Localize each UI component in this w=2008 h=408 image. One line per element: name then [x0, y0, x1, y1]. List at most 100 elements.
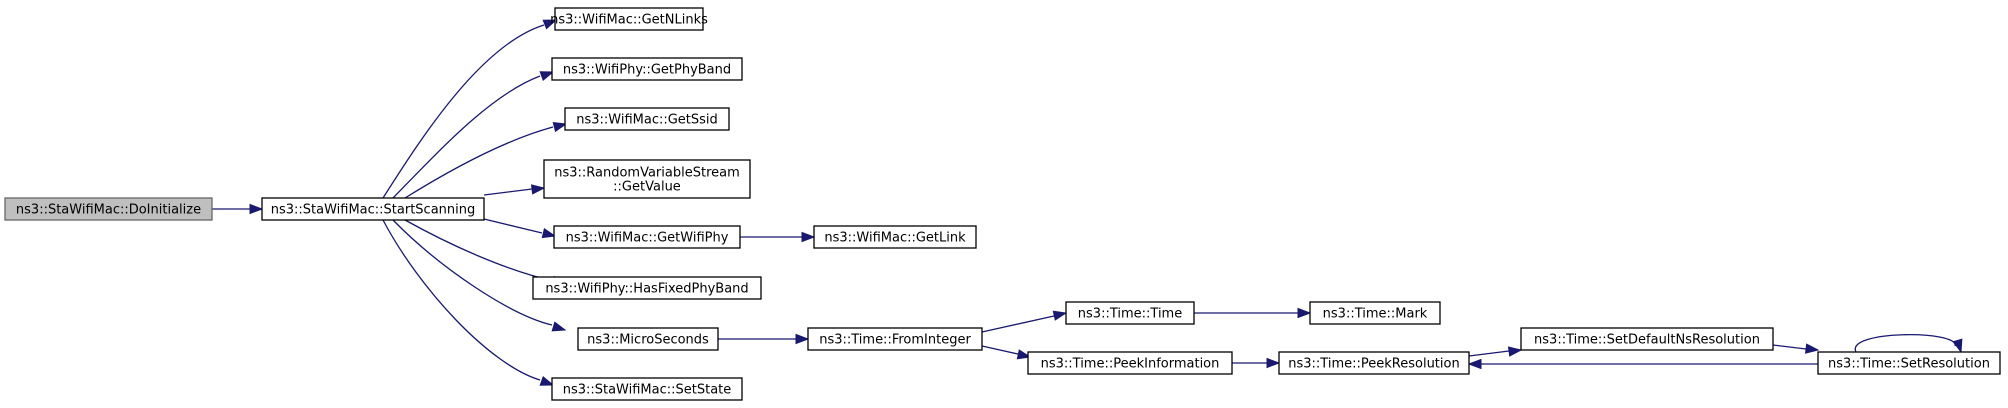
edges-layer — [212, 19, 1963, 386]
edge-startscanning-to-setstate — [382, 219, 555, 386]
edge-doinitialize-to-startscanning — [212, 203, 264, 215]
edge-microseconds-to-frominteger — [718, 333, 810, 345]
node-box — [1309, 301, 1441, 325]
arrowhead — [1052, 310, 1068, 321]
node-peekinformation[interactable]: ns3::Time::PeekInformation — [1027, 351, 1233, 375]
node-getwifiphy[interactable]: ns3::WifiMac::GetWifiPhy — [553, 225, 741, 249]
node-label: ns3::Time::FromInteger — [819, 333, 971, 348]
edge-line — [382, 219, 541, 381]
node-label: ns3::WifiPhy::GetPhyBand — [563, 63, 731, 78]
node-box — [1027, 351, 1233, 375]
edge-line — [392, 219, 553, 326]
arrowhead — [249, 203, 264, 215]
edge-line — [1854, 334, 1956, 353]
edge-line — [1468, 350, 1510, 357]
edge-line — [404, 219, 554, 282]
edge-startscanning-to-microseconds — [392, 219, 567, 332]
arrowhead — [542, 19, 558, 30]
node-setresolution[interactable]: ns3::Time::SetResolution — [1817, 351, 2001, 375]
arrowhead — [1507, 346, 1523, 357]
edge-setresolution-to-peekresolution — [1467, 358, 1818, 370]
arrowhead — [1804, 343, 1820, 354]
node-label: ns3::WifiMac::GetLink — [824, 231, 966, 246]
node-label: ns3::WifiMac::GetSsid — [576, 113, 718, 128]
edge-startscanning-to-getssid — [404, 121, 568, 199]
node-box — [1278, 351, 1470, 375]
node-getphyband[interactable]: ns3::WifiPhy::GetPhyBand — [551, 57, 743, 81]
arrowhead — [1952, 338, 1963, 354]
node-frominteger[interactable]: ns3::Time::FromInteger — [807, 327, 983, 351]
node-mark[interactable]: ns3::Time::Mark — [1309, 301, 1441, 325]
edge-peekresolution-to-setdefaultnsresolution — [1468, 346, 1523, 357]
node-box — [532, 276, 762, 300]
node-box — [1520, 327, 1774, 351]
node-time[interactable]: ns3::Time::Time — [1065, 301, 1195, 325]
arrowhead — [530, 184, 546, 195]
node-label: ns3::StaWifiMac::SetState — [563, 383, 732, 398]
node-label: ns3::WifiMac::GetNLinks — [550, 13, 708, 28]
node-box — [543, 159, 751, 199]
node-label: ns3::Time::PeekResolution — [1288, 357, 1459, 372]
edge-setdefaultnsresolution-to-setresolution — [1772, 343, 1820, 354]
node-label: ns3::Time::SetDefaultNsResolution — [1534, 333, 1760, 348]
arrowhead — [1016, 349, 1032, 360]
node-box — [554, 7, 704, 31]
node-label: ns3::Time::PeekInformation — [1041, 357, 1220, 372]
arrowhead — [551, 321, 567, 332]
arrowhead — [1297, 307, 1312, 319]
node-box — [261, 197, 485, 221]
edge-time-to-mark — [1194, 307, 1312, 319]
node-label: ns3::StaWifiMac::StartScanning — [271, 203, 476, 218]
node-label: ns3::WifiPhy::HasFixedPhyBand — [545, 282, 748, 297]
edge-peekinformation-to-peekresolution — [1232, 357, 1281, 369]
arrowhead — [539, 71, 555, 82]
node-getvalue[interactable]: ns3::RandomVariableStream::GetValue — [543, 159, 751, 199]
edge-line — [382, 24, 545, 199]
arrowhead — [1266, 357, 1281, 369]
edge-startscanning-to-getwifiphy — [483, 218, 557, 239]
node-label: ns3::WifiMac::GetWifiPhy — [566, 231, 729, 246]
node-box — [551, 377, 743, 401]
node-label: ns3::StaWifiMac::DoInitialize — [16, 203, 201, 218]
arrowhead — [539, 375, 555, 386]
node-label: ns3::Time::Mark — [1323, 307, 1428, 322]
arrowhead — [1467, 358, 1482, 370]
arrowhead — [795, 333, 810, 345]
node-doinitialize[interactable]: ns3::StaWifiMac::DoInitialize — [4, 197, 213, 221]
edge-startscanning-to-getvalue — [483, 184, 546, 196]
arrowhead — [552, 121, 568, 133]
node-box — [553, 225, 741, 249]
node-box — [577, 327, 719, 351]
node-setstate[interactable]: ns3::StaWifiMac::SetState — [551, 377, 743, 401]
node-getlink[interactable]: ns3::WifiMac::GetLink — [813, 225, 977, 249]
node-box — [813, 225, 977, 249]
edge-line — [483, 218, 543, 234]
node-microseconds[interactable]: ns3::MicroSeconds — [577, 327, 719, 351]
arrowhead — [801, 231, 816, 243]
node-hasfixedphyband[interactable]: ns3::WifiPhy::HasFixedPhyBand — [532, 276, 762, 300]
edge-line — [404, 126, 554, 199]
node-getssid[interactable]: ns3::WifiMac::GetSsid — [564, 107, 730, 131]
node-box — [551, 57, 743, 81]
edge-line — [392, 75, 541, 199]
edge-frominteger-to-peekinformation — [981, 345, 1032, 360]
node-box — [564, 107, 730, 131]
node-box — [1817, 351, 2001, 375]
node-label: ::GetValue — [613, 180, 681, 195]
node-label: ns3::Time::SetResolution — [1828, 357, 1990, 372]
edge-frominteger-to-time — [981, 310, 1068, 333]
edge-getwifiphy-to-getlink — [740, 231, 816, 243]
edge-line — [981, 315, 1055, 333]
node-getnlinks[interactable]: ns3::WifiMac::GetNLinks — [550, 7, 708, 31]
edge-line — [483, 188, 533, 196]
node-box — [807, 327, 983, 351]
edge-line — [981, 345, 1019, 355]
node-label: ns3::Time::Time — [1078, 307, 1182, 322]
node-setdefaultnsresolution[interactable]: ns3::Time::SetDefaultNsResolution — [1520, 327, 1774, 351]
node-box — [1065, 301, 1195, 325]
edge-startscanning-to-getphyband — [392, 71, 555, 199]
node-peekresolution[interactable]: ns3::Time::PeekResolution — [1278, 351, 1470, 375]
node-startscanning[interactable]: ns3::StaWifiMac::StartScanning — [261, 197, 485, 221]
